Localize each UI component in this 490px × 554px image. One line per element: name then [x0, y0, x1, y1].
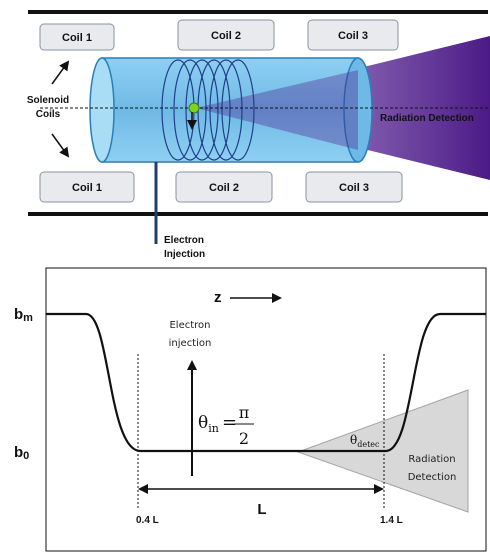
electron — [188, 102, 200, 114]
coil-label: Coil 2 — [211, 30, 241, 42]
svg-text:2: 2 — [239, 429, 249, 448]
coil-bottom-2: Coil 2 — [175, 171, 273, 203]
coil-top-2: Coil 2 — [177, 19, 275, 51]
bm-label: bm — [14, 306, 33, 324]
coil-label: Coil 3 — [338, 30, 368, 42]
plot-frame — [45, 267, 487, 552]
coil-bottom-1: Coil 1 — [39, 171, 135, 203]
radiation-detection-line2: Detection — [408, 472, 457, 483]
left-mark-label: 0.4 L — [136, 515, 159, 526]
coil-label: Coil 1 — [72, 182, 102, 194]
svg-text:θin: θin — [198, 413, 219, 435]
bottom-diagram: z bm b0 Electron injection θin = π 2 θde… — [14, 267, 487, 552]
solenoid-arrow-up — [51, 60, 70, 85]
coil-label: Coil 1 — [62, 32, 92, 44]
theta-in-equation: θin = π 2 — [198, 403, 254, 448]
electron-injection-line2: injection — [169, 338, 212, 349]
theta-detec-label: θdetec — [350, 433, 380, 449]
top-diagram: Coil 1 Coil 2 Coil 3 Coil 1 Coil 2 Coil … — [27, 10, 490, 260]
z-label: z — [214, 289, 222, 306]
solenoid-label-line1: Solenoid — [27, 95, 69, 106]
length-label: L — [257, 501, 266, 518]
coil-label: Coil 2 — [209, 182, 239, 194]
svg-text:π: π — [239, 403, 250, 422]
injection-label-line1: Electron — [164, 235, 204, 246]
injection-label-line2: Injection — [164, 249, 205, 260]
svg-text:=: = — [222, 412, 237, 433]
radiation-cone-inner — [196, 70, 358, 150]
coil-label: Coil 3 — [339, 182, 369, 194]
solenoid-arrow-down — [51, 133, 70, 158]
solenoid-label-line2: Coils — [36, 109, 61, 120]
coil-top-3: Coil 3 — [307, 19, 399, 51]
coil-bottom-3: Coil 3 — [305, 171, 403, 203]
radiation-detection-line1: Radiation — [408, 454, 455, 465]
right-mark-label: 1.4 L — [380, 515, 403, 526]
b0-label: b0 — [14, 444, 29, 462]
field-profile-curve — [46, 312, 486, 453]
coil-top-1: Coil 1 — [39, 23, 115, 51]
radiation-label: Radiation Detection — [380, 113, 474, 124]
electron-injection-line1: Electron — [169, 320, 210, 331]
